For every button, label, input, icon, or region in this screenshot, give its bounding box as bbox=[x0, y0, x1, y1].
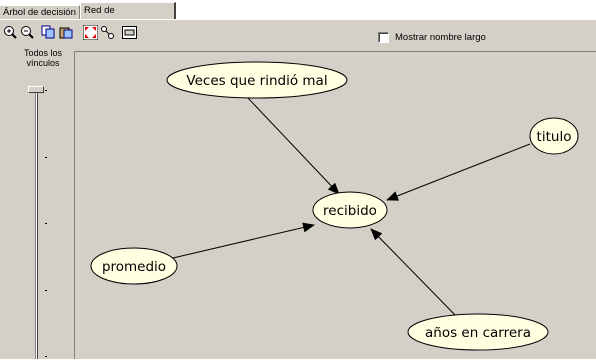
tab-bar: Árbol de decisión Red de dependencias bbox=[0, 0, 596, 31]
slider-tick bbox=[45, 223, 47, 224]
edge-anios-recibido bbox=[370, 228, 458, 318]
dependency-graph: Veces que rindió mal titulo recibido pro… bbox=[90, 61, 579, 351]
edge-veces-recibido bbox=[246, 96, 340, 195]
show-long-name-checkbox[interactable] bbox=[378, 32, 389, 43]
node-anios-en-carrera[interactable]: años en carrera bbox=[407, 313, 549, 351]
slider-tick bbox=[45, 290, 47, 291]
printer-icon bbox=[121, 25, 137, 39]
links-slider-label-line1: Todos los bbox=[23, 48, 63, 58]
copy-button[interactable] bbox=[40, 24, 56, 40]
slider-tick bbox=[45, 90, 47, 91]
zoom-in-icon bbox=[4, 26, 17, 39]
paste-icon bbox=[59, 27, 72, 39]
node-label: promedio bbox=[102, 259, 166, 275]
show-long-name-option[interactable]: Mostrar nombre largo bbox=[378, 31, 486, 44]
node-label: años en carrera bbox=[425, 325, 531, 341]
node-label: titulo bbox=[537, 129, 572, 145]
links-slider-thumb[interactable] bbox=[28, 86, 44, 93]
edge-promedio-recibido bbox=[172, 222, 315, 259]
show-long-name-label: Mostrar nombre largo bbox=[395, 32, 486, 43]
layout-icon bbox=[100, 25, 114, 39]
node-label: recibido bbox=[323, 203, 377, 219]
paste-button[interactable] bbox=[58, 24, 74, 40]
tab-dependency-network[interactable]: Red de dependencias bbox=[80, 2, 176, 31]
links-slider-label: Todos los vínculos bbox=[18, 48, 68, 68]
zoom-out-icon bbox=[21, 26, 34, 39]
node-titulo[interactable]: titulo bbox=[529, 117, 579, 155]
node-promedio[interactable]: promedio bbox=[90, 247, 178, 285]
node-recibido[interactable]: recibido bbox=[312, 191, 388, 229]
tab-decision-tree[interactable]: Árbol de decisión bbox=[0, 5, 80, 19]
layout-button[interactable] bbox=[99, 24, 115, 40]
zoom-out-button[interactable] bbox=[19, 24, 35, 40]
node-label: Veces que rindió mal bbox=[186, 73, 327, 89]
node-veces-que-rindio-mal[interactable]: Veces que rindió mal bbox=[166, 61, 348, 99]
copy-icon bbox=[41, 25, 54, 39]
print-button[interactable] bbox=[121, 24, 137, 40]
slider-tick bbox=[45, 356, 47, 357]
edge-titulo-recibido bbox=[386, 143, 531, 201]
dependency-network-canvas[interactable]: Veces que rindió mal titulo recibido pro… bbox=[74, 51, 596, 359]
links-slider-label-line2: vínculos bbox=[26, 58, 60, 68]
links-slider-track[interactable] bbox=[35, 88, 38, 359]
fit-to-window-button[interactable] bbox=[82, 24, 98, 40]
slider-tick bbox=[45, 157, 47, 158]
zoom-in-button[interactable] bbox=[2, 24, 18, 40]
expand-arrows-icon bbox=[82, 24, 98, 40]
